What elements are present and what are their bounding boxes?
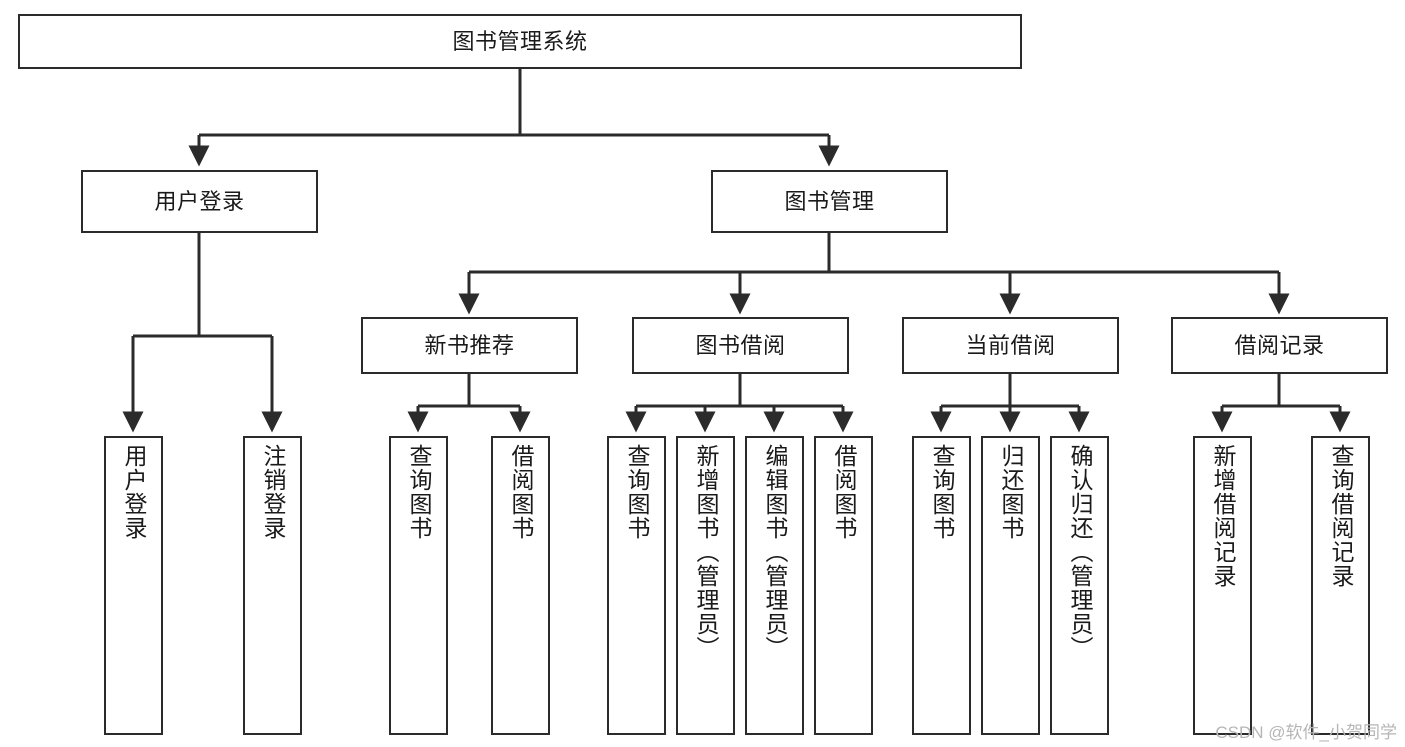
node-root-label: 图书管理系统	[452, 28, 588, 54]
node-user-login-label: 用户登录	[154, 188, 245, 214]
node-leaf-add-borrow-record-label: 新增借阅记录	[1210, 444, 1236, 588]
node-new-book-recommend-label: 新书推荐	[424, 332, 515, 358]
node-leaf-edit-book-admin-label: 编辑图书（管理员）	[762, 444, 788, 660]
node-leaf-add-book-admin[interactable]: 新增图书（管理员）	[676, 436, 735, 735]
node-leaf-query-borrow-record[interactable]: 查询借阅记录	[1311, 436, 1370, 735]
node-current-borrow-label: 当前借阅	[965, 332, 1056, 358]
node-leaf-new-book-query[interactable]: 查询图书	[389, 436, 448, 735]
node-leaf-user-login-label: 用户登录	[121, 444, 147, 540]
node-borrow-record[interactable]: 借阅记录	[1171, 317, 1388, 374]
node-leaf-current-query[interactable]: 查询图书	[912, 436, 971, 735]
node-leaf-add-book-admin-label: 新增图书（管理员）	[693, 444, 719, 660]
node-book-manage[interactable]: 图书管理	[711, 170, 948, 233]
node-leaf-borrow-query[interactable]: 查询图书	[607, 436, 666, 735]
node-current-borrow[interactable]: 当前借阅	[902, 317, 1119, 374]
node-leaf-confirm-return-admin-label: 确认归还（管理员）	[1067, 444, 1093, 660]
node-leaf-return-book-label: 归还图书	[998, 444, 1024, 540]
node-leaf-logout-label: 注销登录	[260, 444, 286, 540]
node-leaf-new-book-query-label: 查询图书	[406, 444, 432, 540]
node-leaf-new-book-borrow[interactable]: 借阅图书	[491, 436, 550, 735]
node-leaf-new-book-borrow-label: 借阅图书	[508, 444, 534, 540]
node-leaf-current-query-label: 查询图书	[929, 444, 955, 540]
node-leaf-add-borrow-record[interactable]: 新增借阅记录	[1193, 436, 1252, 735]
node-borrow-record-label: 借阅记录	[1234, 332, 1325, 358]
node-leaf-borrow-book-label: 借阅图书	[831, 444, 857, 540]
node-user-login[interactable]: 用户登录	[81, 170, 318, 233]
node-leaf-edit-book-admin[interactable]: 编辑图书（管理员）	[745, 436, 804, 735]
node-leaf-return-book[interactable]: 归还图书	[981, 436, 1040, 735]
node-new-book-recommend[interactable]: 新书推荐	[361, 317, 578, 374]
node-book-borrow-label: 图书借阅	[695, 332, 786, 358]
node-book-manage-label: 图书管理	[784, 188, 875, 214]
node-leaf-user-login[interactable]: 用户登录	[104, 436, 163, 735]
node-leaf-borrow-book[interactable]: 借阅图书	[814, 436, 873, 735]
node-leaf-borrow-query-label: 查询图书	[624, 444, 650, 540]
node-book-borrow[interactable]: 图书借阅	[632, 317, 849, 374]
node-leaf-query-borrow-record-label: 查询借阅记录	[1328, 444, 1354, 588]
node-leaf-confirm-return-admin[interactable]: 确认归还（管理员）	[1050, 436, 1109, 735]
node-root[interactable]: 图书管理系统	[18, 14, 1022, 69]
node-leaf-logout[interactable]: 注销登录	[243, 436, 302, 735]
